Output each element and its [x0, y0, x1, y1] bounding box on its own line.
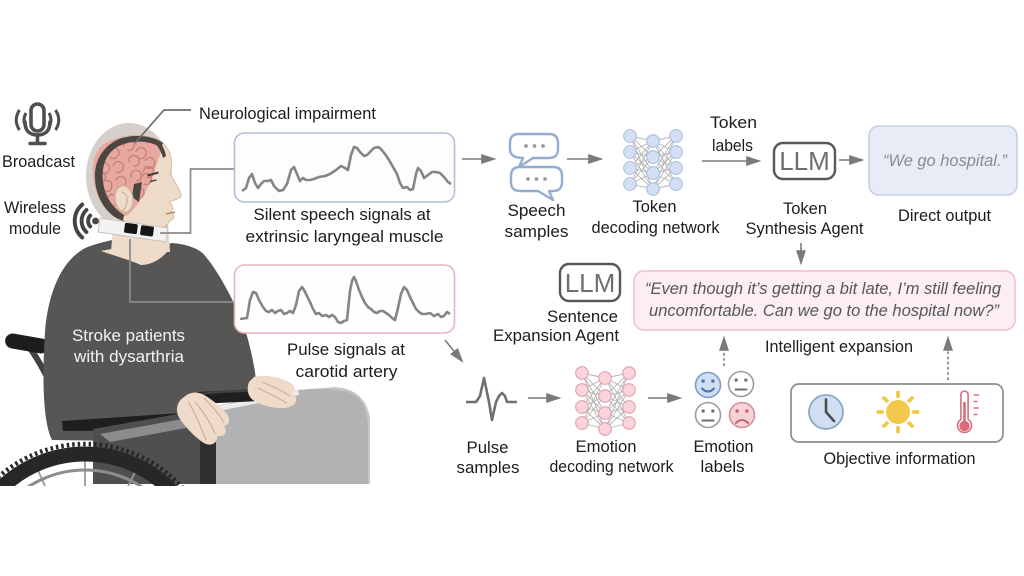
svg-text:Neurological impairment: Neurological impairment — [199, 105, 376, 123]
svg-text:Emotion: Emotion — [576, 438, 637, 456]
svg-text:Pulse signals at: Pulse signals at — [287, 341, 405, 359]
svg-text:Expansion Agent: Expansion Agent — [493, 327, 619, 345]
svg-text:“Even though it’s getting a bi: “Even though it’s getting a bit late, I’… — [645, 280, 1002, 298]
svg-text:Token: Token — [783, 200, 827, 218]
svg-text:Broadcast: Broadcast — [2, 153, 75, 171]
svg-text:samples: samples — [457, 459, 520, 477]
svg-text:Objective information: Objective information — [824, 450, 976, 468]
svg-text:extrinsic laryngeal muscle: extrinsic laryngeal muscle — [246, 228, 444, 246]
svg-text:Stroke patients: Stroke patients — [72, 327, 185, 345]
svg-text:Speech: Speech — [508, 202, 566, 220]
svg-text:Wireless: Wireless — [4, 199, 66, 217]
svg-text:Emotion: Emotion — [694, 438, 754, 456]
svg-text:LLM: LLM — [779, 146, 830, 176]
svg-text:“We go hospital.”: “We go hospital.” — [883, 152, 1008, 170]
svg-text:with dysarthria: with dysarthria — [73, 348, 185, 366]
svg-text:Sentence: Sentence — [547, 308, 618, 326]
svg-text:LLM: LLM — [565, 268, 616, 298]
svg-text:uncomfortable. Can we go to th: uncomfortable. Can we go to the hospital… — [649, 302, 1000, 320]
svg-text:Synthesis Agent: Synthesis Agent — [746, 220, 864, 238]
svg-text:samples: samples — [505, 223, 569, 241]
svg-text:Silent speech signals at: Silent speech signals at — [254, 206, 431, 224]
svg-text:Direct output: Direct output — [898, 207, 991, 225]
svg-text:Intelligent expansion: Intelligent expansion — [765, 338, 913, 356]
svg-text:decoding network: decoding network — [550, 458, 675, 476]
svg-text:decoding network: decoding network — [592, 219, 721, 237]
svg-text:carotid artery: carotid artery — [296, 363, 399, 381]
svg-text:labels: labels — [701, 458, 745, 476]
svg-text:Token: Token — [710, 114, 757, 132]
svg-text:labels: labels — [712, 137, 753, 155]
svg-text:module: module — [9, 220, 61, 238]
svg-text:Token: Token — [633, 198, 677, 216]
svg-text:Pulse: Pulse — [467, 439, 509, 457]
